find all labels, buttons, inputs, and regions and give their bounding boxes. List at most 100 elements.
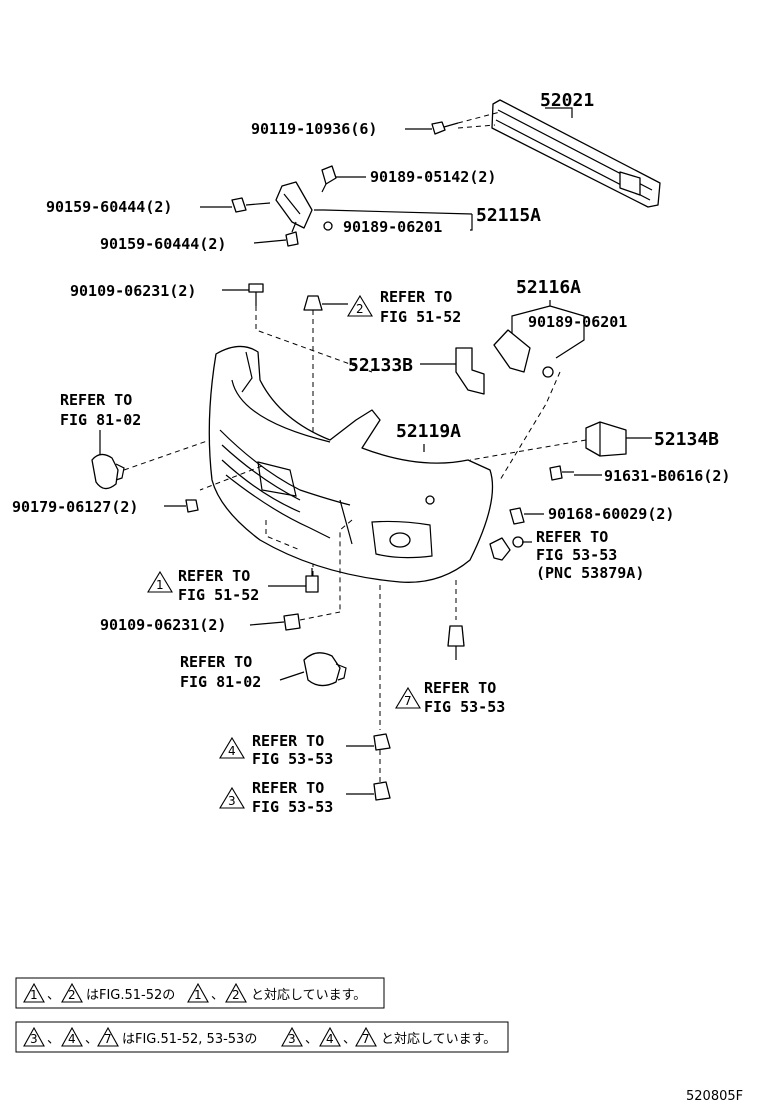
- label-r6-line2: FIG 53-53: [424, 698, 505, 716]
- diagram-code: 520805F: [686, 1089, 743, 1104]
- label-r5-line2: FIG 81-02: [180, 673, 261, 691]
- dash-52134B: [469, 439, 587, 461]
- clip-90168[interactable]: [509, 507, 525, 525]
- triangle-4: [219, 736, 245, 759]
- label-90189b: 90189-06201: [343, 218, 442, 236]
- label-r2-line2: FIG 81-02: [60, 411, 141, 429]
- bumper-cover-52119A[interactable]: [208, 345, 494, 583]
- tri-num-r8: 3: [228, 794, 236, 808]
- label-r2-line1: REFER TO: [60, 391, 132, 409]
- leader-52116A: [511, 300, 585, 359]
- clip-90189-05142[interactable]: [321, 165, 337, 193]
- label-r1-line2: FIG 51-52: [380, 308, 461, 326]
- bracket-52116A[interactable]: [493, 329, 554, 378]
- label-90168: 90168-60029(2): [548, 505, 674, 523]
- triangle-1-lower: [147, 570, 173, 593]
- note-box-1: 1 、 2 はFIG.51-52の 1 、 2 と対応しています。: [15, 977, 385, 1009]
- clip-refer-53-53-pnc[interactable]: [489, 536, 524, 561]
- svg-text:はFIG.51-52, 53-53の: はFIG.51-52, 53-53の: [122, 1032, 257, 1047]
- dash-90109b: [299, 611, 341, 621]
- label-r3-line1: REFER TO: [536, 528, 608, 546]
- svg-text:4: 4: [326, 1032, 334, 1046]
- bracket-52134B[interactable]: [585, 421, 627, 457]
- svg-text:、: 、: [47, 988, 60, 1003]
- svg-text:3: 3: [30, 1032, 38, 1046]
- bracket-connector: [470, 214, 473, 231]
- label-52115A: 52115A: [476, 205, 541, 226]
- label-r8-line1: REFER TO: [252, 779, 324, 797]
- label-r3-line3: (PNC 53879A): [536, 564, 644, 582]
- screw-90159-upper[interactable]: [231, 197, 271, 213]
- dash-90119: [457, 111, 501, 129]
- bracket-52133B[interactable]: [455, 347, 485, 395]
- svg-text:2: 2: [68, 988, 76, 1002]
- bracket-52115A[interactable]: [275, 181, 313, 229]
- tri-num-r4: 1: [156, 578, 164, 592]
- leader-90109b: [249, 621, 285, 626]
- fog-lamp-lower[interactable]: [303, 652, 347, 687]
- bumper-reinforcement-52021[interactable]: [491, 99, 661, 208]
- svg-text:7: 7: [104, 1032, 112, 1046]
- bolt-90109-lower[interactable]: [283, 613, 301, 631]
- label-r1-line1: REFER TO: [380, 288, 452, 306]
- svg-text:、: 、: [343, 1032, 356, 1047]
- bolt-91631[interactable]: [549, 465, 574, 481]
- svg-text:4: 4: [68, 1032, 76, 1046]
- nut-90189-06201[interactable]: [323, 221, 333, 231]
- tri-num-r6: 7: [404, 694, 412, 708]
- svg-text:はFIG.51-52の: はFIG.51-52の: [86, 988, 175, 1003]
- label-90179: 90179-06127(2): [12, 498, 138, 516]
- svg-text:、: 、: [305, 1032, 318, 1047]
- label-90119: 90119-10936(6): [251, 120, 377, 138]
- label-90189c: 90189-06201: [528, 313, 627, 331]
- svg-text:、: 、: [85, 1032, 98, 1047]
- triangle-3: [219, 786, 245, 809]
- bolt-90109-upper[interactable]: [248, 283, 264, 306]
- svg-text:と対応しています。: と対応しています。: [251, 988, 366, 1003]
- label-r8-line2: FIG 53-53: [252, 798, 333, 816]
- svg-text:、: 、: [47, 1032, 60, 1047]
- leader-r5: [279, 671, 305, 681]
- label-90109a: 90109-06231(2): [70, 282, 196, 300]
- label-r4-line1: REFER TO: [178, 567, 250, 585]
- clip-refer-53-53-right[interactable]: [447, 625, 465, 660]
- label-r5-line1: REFER TO: [180, 653, 252, 671]
- label-r3-line2: FIG 53-53: [536, 546, 617, 564]
- label-52134B: 52134B: [654, 429, 719, 450]
- clip-refer-51-52-upper[interactable]: [303, 295, 323, 311]
- note-box-2: 3 、 4 、 7 はFIG.51-52, 53-53の 3 、 4 、 7 と…: [15, 1021, 509, 1053]
- label-r6-line1: REFER TO: [424, 679, 496, 697]
- clip-refer-53-53-center-3[interactable]: [373, 781, 391, 801]
- bolt-refer-51-52-lower[interactable]: [305, 568, 319, 593]
- label-r4-line2: FIG 51-52: [178, 586, 259, 604]
- dash-52116A: [499, 371, 561, 481]
- tri-num-r7: 4: [228, 744, 236, 758]
- screw-90159-lower[interactable]: [285, 221, 299, 247]
- label-52119A: 52119A: [396, 421, 461, 442]
- label-r7-line2: FIG 53-53: [252, 750, 333, 768]
- clip-90179[interactable]: [185, 499, 199, 513]
- fog-lamp-upper[interactable]: [91, 453, 125, 490]
- triangle-2-upper: [347, 294, 373, 317]
- leader-90159b: [253, 239, 287, 244]
- clip-refer-53-53-center-4[interactable]: [373, 733, 391, 751]
- dash-fog-upper: [123, 439, 211, 471]
- label-90159a: 90159-60444(2): [46, 198, 172, 216]
- label-52133B: 52133B: [348, 355, 413, 376]
- label-52116A: 52116A: [516, 277, 581, 298]
- label-90159b: 90159-60444(2): [100, 235, 226, 253]
- svg-text:1: 1: [194, 988, 202, 1002]
- svg-text:1: 1: [30, 988, 38, 1002]
- svg-text:2: 2: [232, 988, 240, 1002]
- label-52021: 52021: [540, 90, 594, 111]
- bolt-90119[interactable]: [431, 121, 459, 135]
- leader-52021: [545, 107, 573, 118]
- label-r7-line1: REFER TO: [252, 732, 324, 750]
- label-90109b: 90109-06231(2): [100, 616, 226, 634]
- label-90189a: 90189-05142(2): [370, 168, 496, 186]
- tri-num-r1: 2: [356, 302, 364, 316]
- label-91631: 91631-B0616(2): [604, 467, 730, 485]
- dash-grille: [199, 465, 301, 551]
